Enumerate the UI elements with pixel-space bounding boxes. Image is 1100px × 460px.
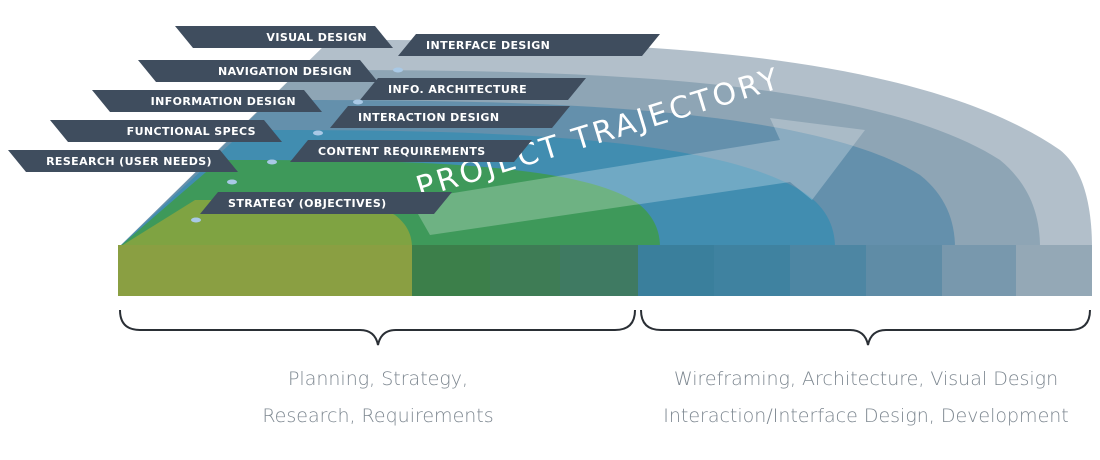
layer-marker-0 (393, 67, 403, 73)
layer-labels: VISUAL DESIGN NAVIGATION DESIGN INFORMATIO… (8, 26, 660, 223)
layer-marker-1 (353, 99, 363, 105)
phase-right-line1: Wireframing, Architecture, Visual Design (674, 368, 1058, 390)
front-face (118, 245, 1092, 296)
layer-right-4-label: STRATEGY (OBJECTIVES) (228, 197, 387, 210)
layer-right-3-label: CONTENT REQUIREMENTS (318, 145, 486, 158)
phase-right-line2: Interaction/Interface Design, Developmen… (663, 405, 1069, 427)
layer-marker-3 (267, 159, 277, 165)
layer-left-3-flag (50, 120, 282, 142)
layer-left-0-label: VISUAL DESIGN (266, 31, 367, 44)
layer-marker-2 (313, 130, 323, 136)
layer-left-4-flag (8, 150, 238, 172)
layer-right-4-flag (200, 192, 452, 214)
layer-right-0-flag (398, 34, 660, 56)
layer-marker-5 (191, 217, 201, 223)
layer-left-1-label: NAVIGATION DESIGN (218, 65, 352, 78)
layer-left-0-flag (175, 26, 393, 48)
layer-left-3-label: FUNCTIONAL SPECS (127, 125, 256, 138)
layer-right-0-label: INTERFACE DESIGN (426, 39, 550, 52)
layer-left-1-flag (138, 60, 378, 82)
phase-braces (119, 309, 1091, 346)
left-brace (119, 309, 636, 346)
layer-marker-4 (227, 179, 237, 185)
layer-right-2-flag (330, 106, 570, 128)
layer-right-1-flag (360, 78, 586, 100)
phase-descriptions: Planning, Strategy, Research, Requiremen… (262, 368, 1068, 427)
layer-right-1-label: INFO. ARCHITECTURE (388, 83, 527, 96)
layer-left-2-flag (92, 90, 322, 112)
right-brace (640, 309, 1091, 346)
layer-right-3-flag (290, 140, 532, 162)
layer-left-4-label: RESEARCH (USER NEEDS) (46, 155, 212, 168)
layer-right-2-label: INTERACTION DESIGN (358, 111, 499, 124)
phase-left-line2: Research, Requirements (262, 405, 493, 427)
phase-left-line1: Planning, Strategy, (288, 368, 468, 390)
layer-left-2-label: INFORMATION DESIGN (151, 95, 296, 108)
